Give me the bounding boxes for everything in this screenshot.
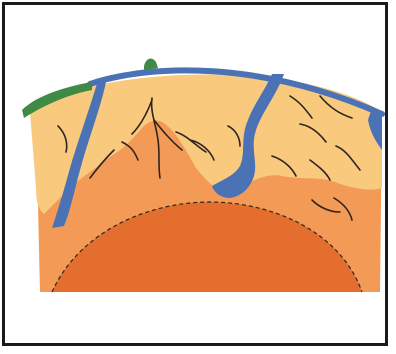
land-patch-peak [144,59,158,70]
